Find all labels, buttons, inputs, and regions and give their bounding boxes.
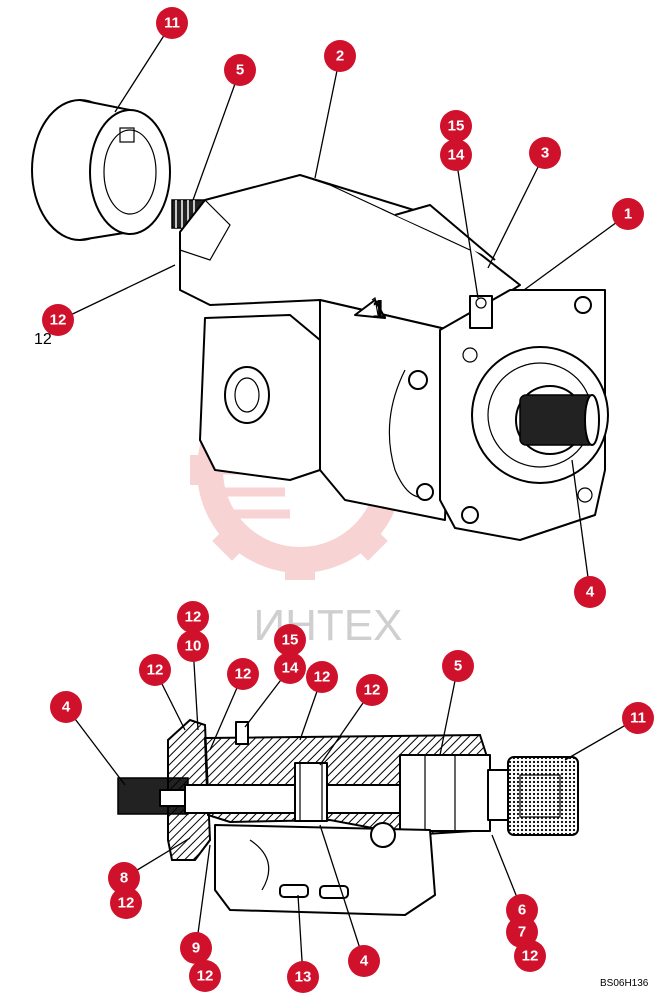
callout-10-bottom: 10: [177, 630, 209, 662]
callout-12-b2: 12: [139, 654, 171, 686]
svg-text:12: 12: [197, 968, 214, 985]
callout-8-bottom: 8: [108, 862, 140, 894]
callout-12-b1: 12: [177, 601, 209, 633]
svg-text:12: 12: [364, 682, 381, 699]
callout-5-bottom: 5: [442, 650, 474, 682]
callout-9-bottom: 9: [180, 932, 212, 964]
svg-text:11: 11: [164, 15, 180, 32]
callout-14-top: 14: [440, 139, 472, 171]
svg-text:10: 10: [185, 638, 202, 655]
svg-text:5: 5: [236, 62, 244, 79]
svg-text:15: 15: [282, 632, 299, 649]
callout-11-bottom: 11: [622, 702, 654, 734]
callout-15-bottom: 15: [274, 624, 306, 656]
svg-text:1: 1: [624, 206, 632, 223]
svg-text:15: 15: [448, 118, 465, 135]
callout-13-bottom: 13: [287, 961, 319, 993]
svg-text:12: 12: [314, 669, 331, 686]
pump-housing: [179, 174, 609, 541]
svg-text:4: 4: [586, 584, 595, 601]
callout-12-b4: 12: [306, 661, 338, 693]
callout-5-top: 5: [224, 54, 256, 86]
pump-section-view: [117, 718, 579, 916]
callout-12-b7: 12: [514, 940, 546, 972]
callout-3-top: 3: [529, 137, 561, 169]
callout-4-b1: 4: [50, 691, 82, 723]
pump-external-view: 1: [31, 99, 609, 541]
callout-12-top: 12: [42, 304, 74, 336]
svg-text:12: 12: [235, 666, 252, 683]
callout-4-b2: 4: [348, 945, 380, 977]
svg-text:6: 6: [518, 902, 526, 919]
callout-12-b8: 12: [189, 960, 221, 992]
svg-text:5: 5: [454, 658, 462, 675]
svg-text:12: 12: [147, 662, 164, 679]
svg-text:12: 12: [185, 609, 202, 626]
callout-2-top: 2: [324, 40, 356, 72]
svg-text:7: 7: [518, 924, 526, 941]
callout-14-bottom: 14: [274, 652, 306, 684]
leader-lines-top: [59, 22, 629, 593]
coupling-sleeve: [31, 99, 171, 241]
svg-text:3: 3: [541, 145, 549, 162]
callout-4-top: 4: [574, 576, 606, 608]
svg-text:12: 12: [50, 312, 67, 329]
svg-text:14: 14: [282, 660, 299, 677]
svg-text:11: 11: [630, 710, 646, 727]
svg-text:4: 4: [62, 699, 71, 716]
svg-text:13: 13: [295, 969, 312, 986]
callout-12-b6: 12: [110, 887, 142, 919]
svg-text:12: 12: [522, 948, 539, 965]
callout-12-b5: 12: [356, 674, 388, 706]
callout-6-bottom: 6: [506, 894, 538, 926]
callout-1-top: 1: [612, 198, 644, 230]
callout-15-top: 15: [440, 110, 472, 142]
body-marking: 1: [372, 294, 386, 324]
svg-text:12: 12: [118, 895, 135, 912]
callout-11-top: 11: [156, 7, 188, 39]
svg-text:2: 2: [336, 48, 344, 65]
loose-label-12: 12: [34, 331, 52, 348]
svg-text:9: 9: [192, 940, 200, 957]
svg-text:8: 8: [120, 870, 128, 887]
callout-12-b3: 12: [227, 658, 259, 690]
drawing-code: BS06H136: [600, 978, 649, 989]
svg-text:14: 14: [448, 147, 465, 164]
svg-text:4: 4: [360, 953, 369, 970]
